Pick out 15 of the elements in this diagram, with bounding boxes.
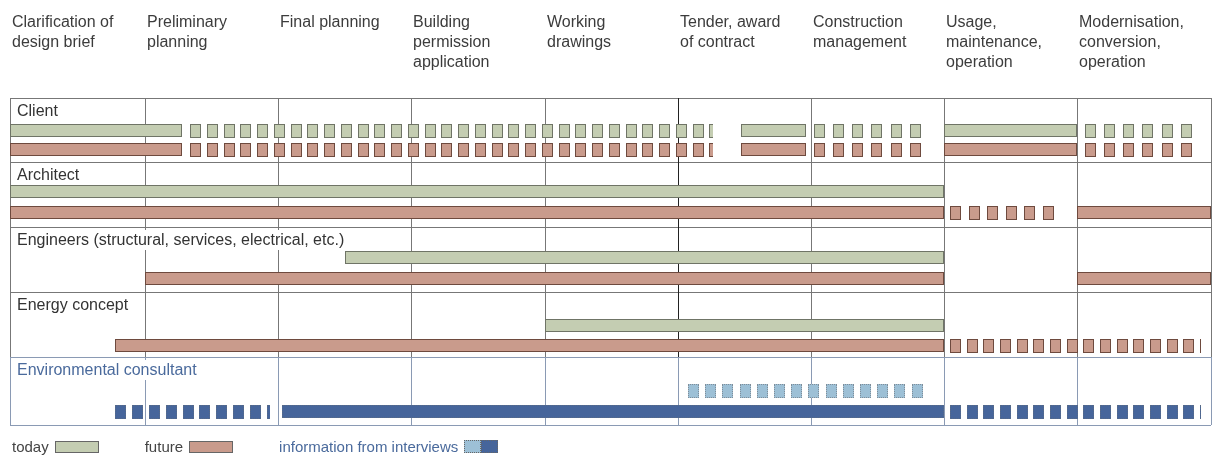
- legend-text: information from interviews: [279, 438, 459, 455]
- phase-heading: Preliminary planning: [147, 12, 228, 52]
- phase-heading: Building permission application: [413, 12, 492, 72]
- phase-heading: Modernisation, conversion, operation: [1079, 12, 1185, 72]
- legend-text: future: [144, 438, 184, 455]
- phase-heading: Final planning: [280, 12, 381, 32]
- row-title: Engineers (structural, services, electrical, etc.): [17, 230, 347, 250]
- phase-heading: Tender, award of contract: [680, 12, 782, 52]
- row-title: Energy concept: [17, 295, 131, 315]
- phase-heading: Construction management: [813, 12, 908, 52]
- phase-heading: Clarification of design brief: [12, 12, 115, 52]
- phase-heading: Working drawings: [547, 12, 613, 52]
- phase-heading: Usage, maintenance, operation: [946, 12, 1044, 72]
- row-title: Environmental consultant: [17, 360, 199, 380]
- legend-text: today: [12, 438, 49, 455]
